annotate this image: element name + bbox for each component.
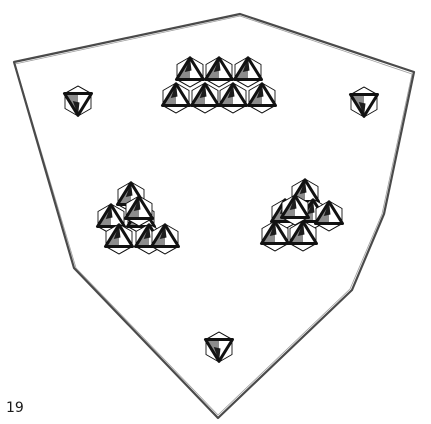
octahedron-top-center-group-2 — [206, 57, 233, 87]
octahedron-top-left-single-1 — [65, 86, 92, 116]
octahedron-top-center-group-6 — [220, 83, 247, 113]
figure-number: 19 — [6, 401, 24, 415]
octahedron-bottom-single-1 — [206, 332, 233, 362]
octahedron-top-center-group-7 — [249, 83, 276, 113]
octahedron-top-center-group-4 — [163, 83, 190, 113]
octahedron-top-center-group-3 — [235, 57, 262, 87]
octahedron-top-center-group-1 — [177, 57, 204, 87]
octahedra-layer — [65, 57, 378, 362]
octahedron-top-center-group-5 — [192, 83, 219, 113]
octahedron-top-right-single-1 — [351, 87, 378, 117]
